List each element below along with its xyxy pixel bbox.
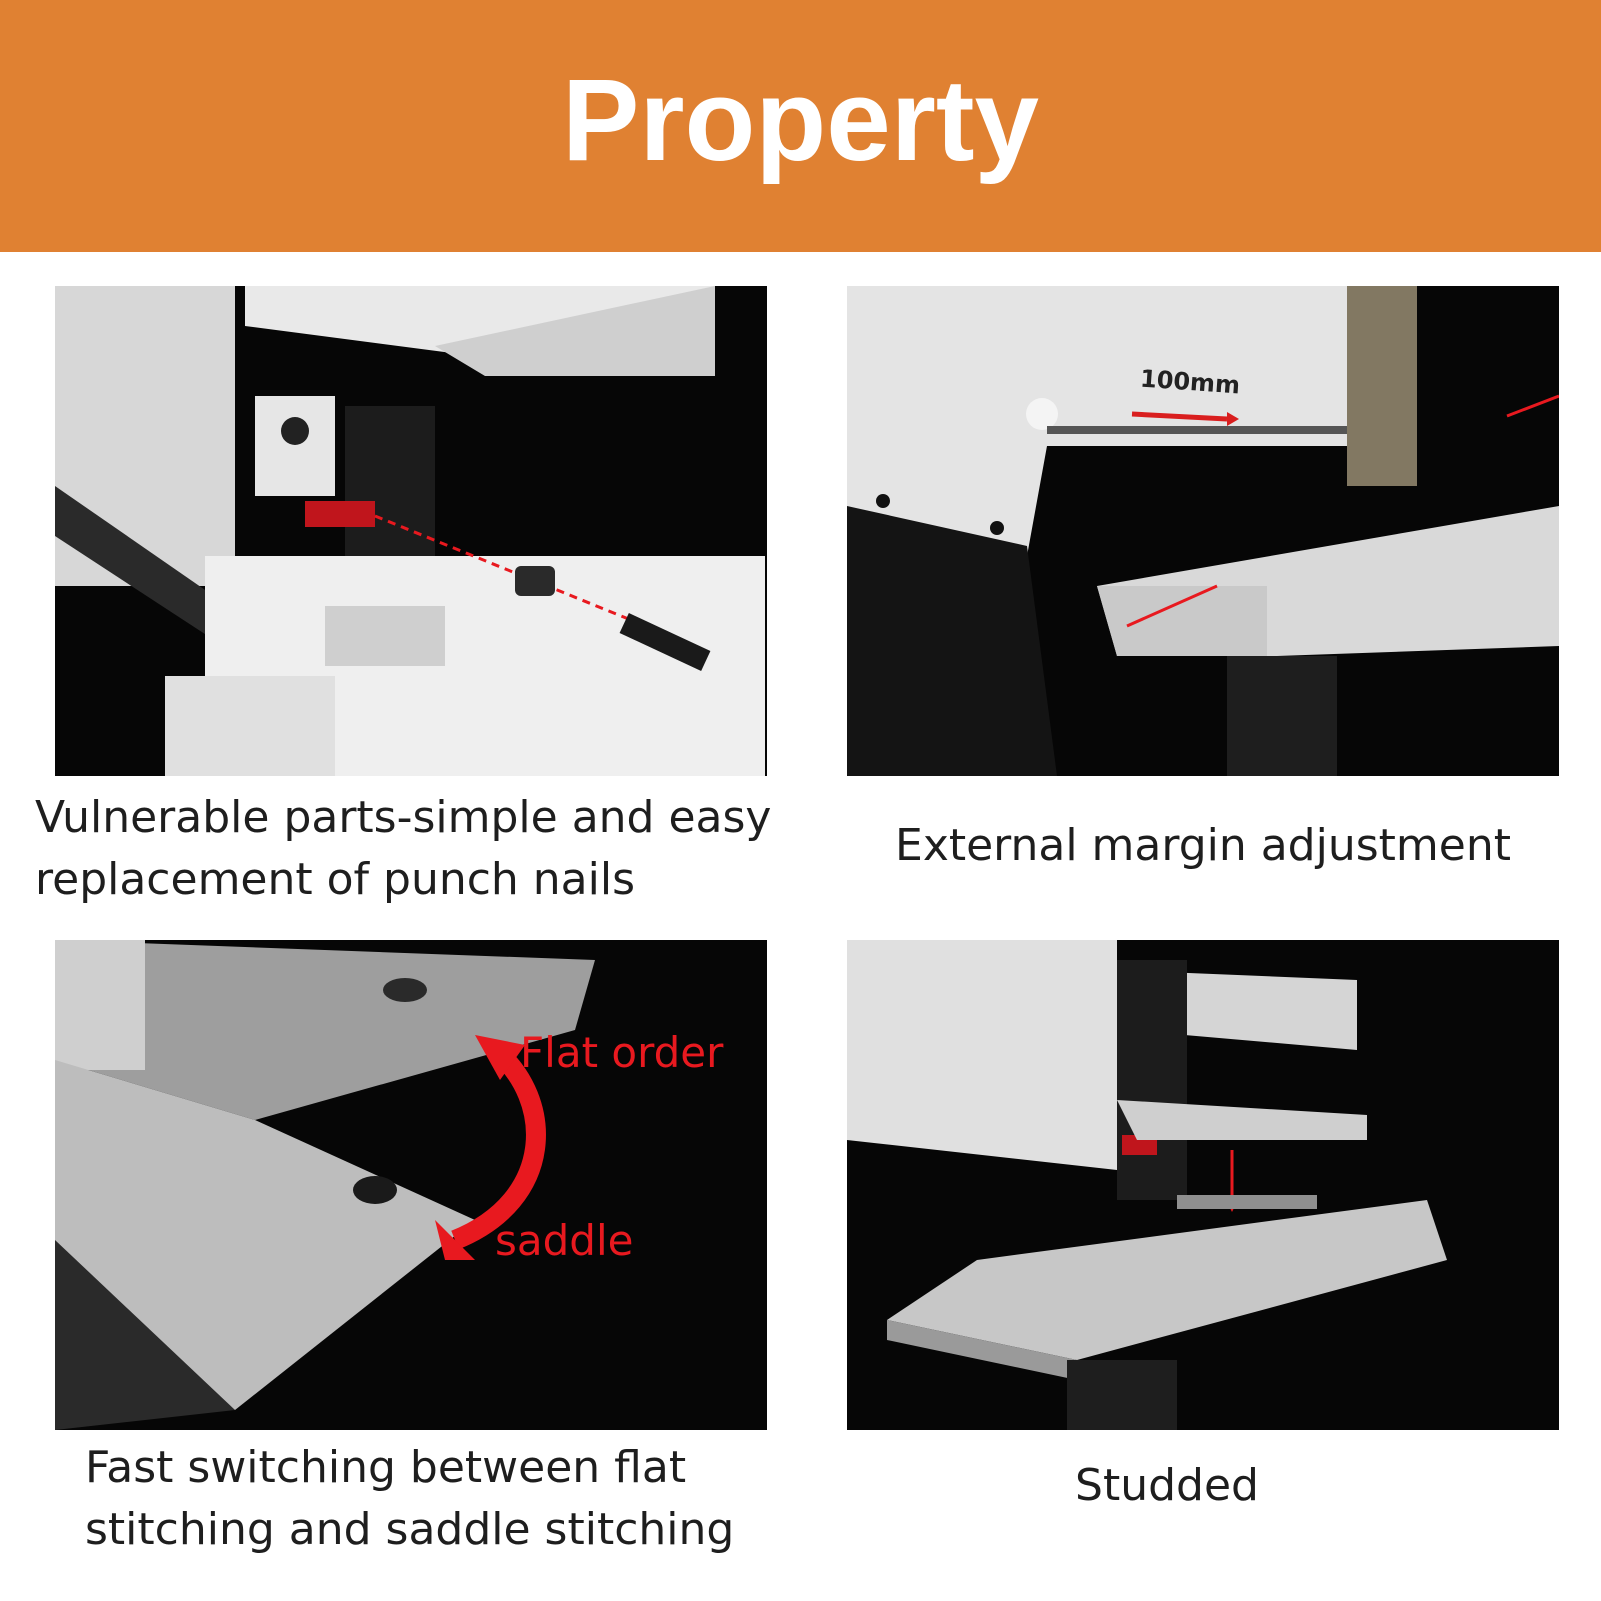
page-title: Property [561, 55, 1040, 185]
callout-flat-order: Flat order [520, 1028, 724, 1077]
callout-saddle: saddle [495, 1216, 634, 1265]
stapler-head-illustration [55, 286, 765, 776]
feature-image-flat-saddle: Flat order saddle [55, 940, 767, 1430]
caption-line: Vulnerable parts-simple and easy [35, 792, 772, 843]
flat-saddle-illustration [55, 940, 595, 1430]
feature-image-margin-adjustment: 100mm [847, 286, 1559, 776]
caption-flat-saddle: Fast switching between flat stitching an… [85, 1437, 785, 1561]
caption-margin-adjustment: External margin adjustment [847, 815, 1559, 877]
caption-line: stitching and saddle stitching [85, 1504, 735, 1555]
caption-line: External margin adjustment [895, 820, 1511, 871]
feature-image-punch-nails [55, 286, 767, 776]
feature-image-studded [847, 940, 1559, 1430]
header-banner: Property [0, 0, 1601, 252]
margin-guide-illustration [847, 286, 1559, 776]
caption-line: Fast switching between flat [85, 1442, 687, 1493]
caption-punch-nails: Vulnerable parts-simple and easy replace… [35, 787, 795, 911]
studded-illustration [847, 940, 1447, 1430]
caption-studded: Studded [847, 1455, 1487, 1517]
caption-line: replacement of punch nails [35, 854, 636, 905]
caption-line: Studded [1075, 1460, 1259, 1511]
